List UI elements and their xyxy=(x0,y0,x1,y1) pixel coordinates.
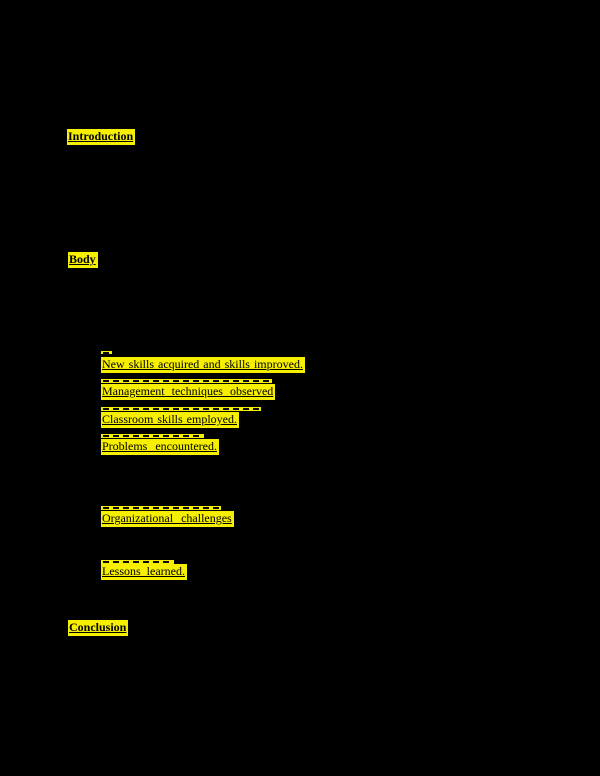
heading-introduction: Introduction xyxy=(67,129,136,145)
highlight-fragment xyxy=(101,407,261,411)
list-item-management-techniques: Management techniques observed xyxy=(101,384,276,400)
list-item-lessons-learned: Lessons learned. xyxy=(101,564,187,580)
heading-conclusion: Conclusion xyxy=(68,620,129,636)
list-item-new-skills: New skills acquired and skills improved. xyxy=(101,357,305,373)
highlight-fragment xyxy=(101,560,174,564)
highlight-fragment xyxy=(101,434,204,438)
highlight-fragment xyxy=(101,506,221,510)
list-item-problems-encountered: Problems encountered. xyxy=(101,439,219,455)
highlight-fragment xyxy=(101,379,272,383)
highlight-fragment xyxy=(101,351,112,354)
heading-body: Body xyxy=(68,252,98,268)
list-item-classroom-skills: Classroom skills employed. xyxy=(101,412,239,428)
list-item-organizational-challenges: Organizational challenges xyxy=(101,511,234,527)
